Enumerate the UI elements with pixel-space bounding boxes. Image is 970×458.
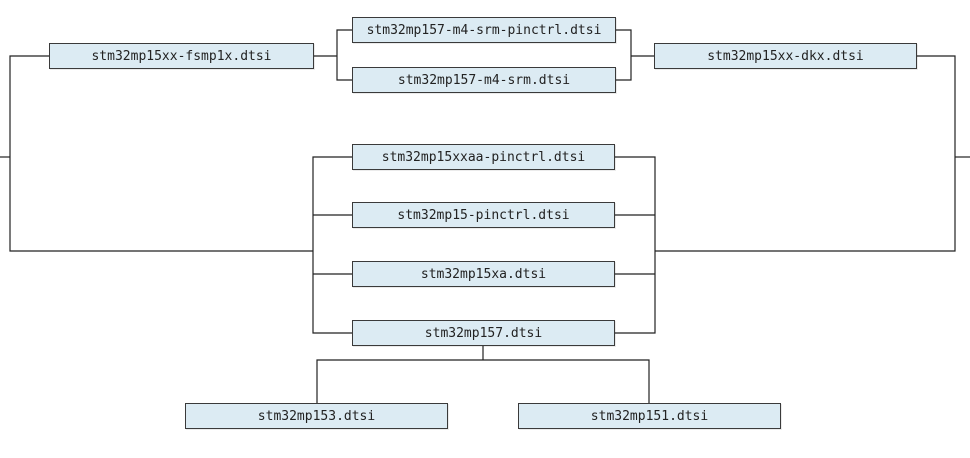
connector-m4-left-bracket bbox=[336, 29, 352, 81]
connector-middle-right-bracket bbox=[615, 156, 656, 334]
node-stm32mp153: stm32mp153.dtsi bbox=[185, 403, 448, 429]
node-stm32mp157-m4-srm-pinctrl: stm32mp157-m4-srm-pinctrl.dtsi bbox=[352, 17, 616, 43]
node-stm32mp157-m4-srm: stm32mp157-m4-srm.dtsi bbox=[352, 67, 616, 93]
node-stm32mp15xx-fsmp1x: stm32mp15xx-fsmp1x.dtsi bbox=[49, 43, 314, 69]
connector-right-frame bbox=[655, 55, 956, 252]
node-stm32mp15-pinctrl: stm32mp15-pinctrl.dtsi bbox=[352, 202, 615, 228]
node-stm32mp15xa: stm32mp15xa.dtsi bbox=[352, 261, 615, 287]
connector-153-151-bar bbox=[316, 359, 650, 403]
node-stm32mp15xx-dkx: stm32mp15xx-dkx.dtsi bbox=[654, 43, 917, 69]
connector-m4-right-bracket bbox=[616, 29, 632, 81]
connector-middle-left-bracket bbox=[312, 156, 352, 334]
node-stm32mp157: stm32mp157.dtsi bbox=[352, 320, 615, 346]
node-stm32mp15xxaa-pinctrl: stm32mp15xxaa-pinctrl.dtsi bbox=[352, 144, 615, 170]
node-stm32mp151: stm32mp151.dtsi bbox=[518, 403, 781, 429]
connector-left-frame bbox=[9, 55, 313, 252]
